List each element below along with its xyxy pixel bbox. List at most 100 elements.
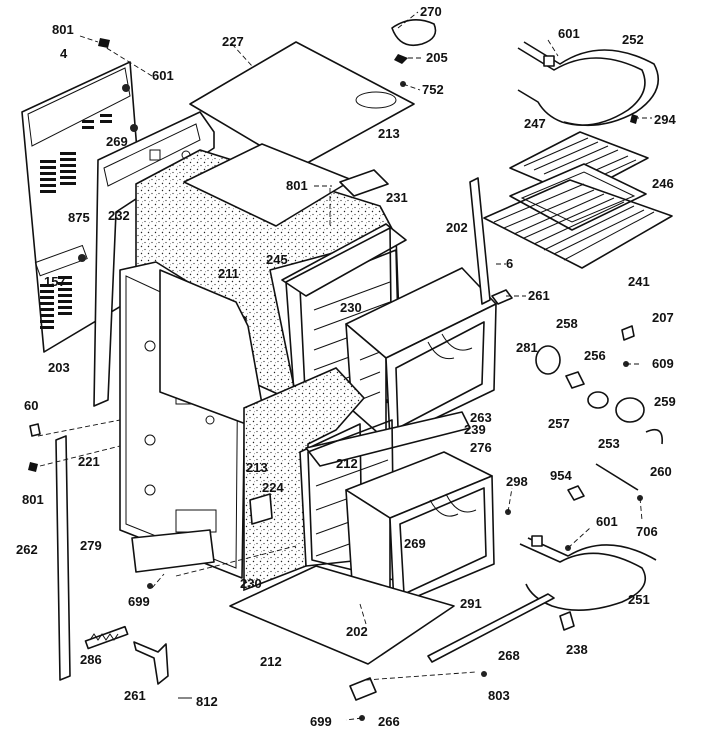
label-202b: 202	[346, 624, 368, 639]
label-230b: 230	[240, 576, 262, 591]
label-230: 230	[340, 300, 362, 315]
label-4: 4	[60, 46, 68, 61]
bracket-213	[339, 169, 389, 197]
screw-803	[481, 671, 487, 677]
label-601c: 601	[596, 514, 618, 529]
broil-element	[517, 41, 659, 127]
bottom-panel	[229, 565, 455, 665]
label-213: 213	[378, 126, 400, 141]
clip-205	[394, 54, 408, 64]
label-258: 258	[556, 316, 578, 331]
label-801: 801	[52, 22, 74, 37]
label-241: 241	[628, 274, 650, 289]
bracket-261-lower	[133, 641, 169, 685]
label-227: 227	[222, 34, 244, 49]
label-279: 279	[80, 538, 102, 553]
label-281: 281	[516, 340, 538, 355]
label-256: 256	[584, 348, 606, 363]
label-257: 257	[548, 416, 570, 431]
label-251: 251	[628, 592, 650, 607]
panel-279	[131, 529, 215, 573]
label-263: 263	[470, 410, 492, 425]
label-212: 212	[336, 456, 358, 471]
label-954: 954	[550, 468, 572, 483]
label-699: 699	[128, 594, 150, 609]
label-157: 157	[44, 274, 66, 289]
label-213b: 213	[246, 460, 268, 475]
label-875: 875	[68, 210, 90, 225]
top-panel	[189, 41, 415, 169]
socket-256	[565, 371, 585, 389]
label-269: 269	[106, 134, 128, 149]
label-699b: 699	[310, 714, 332, 729]
label-291: 291	[460, 596, 482, 611]
label-262: 262	[16, 542, 38, 557]
screw-699-left	[147, 583, 153, 589]
label-247: 247	[524, 116, 546, 131]
label-266: 266	[378, 714, 400, 729]
label-276: 276	[470, 440, 492, 455]
clip-954	[567, 485, 585, 501]
bracket-224	[249, 493, 273, 525]
label-268: 268	[498, 648, 520, 663]
label-238: 238	[566, 642, 588, 657]
label-260: 260	[650, 464, 672, 479]
part-261-upper	[491, 289, 513, 305]
label-261b: 261	[124, 688, 146, 703]
label-601b: 601	[558, 26, 580, 41]
label-261: 261	[528, 288, 550, 303]
bracket-266	[349, 677, 377, 701]
label-269b: 269	[404, 536, 426, 551]
vent-cap-270	[391, 19, 437, 47]
screw-294	[630, 114, 638, 124]
bracket-207	[621, 325, 635, 341]
oven-rack	[483, 179, 673, 269]
light-bulb-257	[587, 391, 609, 409]
label-801b: 801	[286, 178, 308, 193]
bracket-238	[559, 611, 575, 631]
label-246: 246	[652, 176, 674, 191]
label-212b: 212	[260, 654, 282, 669]
label-812: 812	[196, 694, 218, 709]
sensor-253	[595, 463, 639, 491]
part-labels: 801 4 601 269 227 270 205 752 601 252 29…	[16, 4, 676, 729]
label-231: 231	[386, 190, 408, 205]
clip-260	[645, 428, 663, 445]
back-panel	[21, 61, 149, 353]
label-224: 224	[262, 480, 284, 495]
vertical-trim-strip	[469, 177, 491, 305]
lower-oven-liner	[345, 451, 495, 607]
label-60: 60	[24, 398, 38, 413]
side-trim-262	[55, 435, 71, 681]
label-211: 211	[218, 266, 239, 281]
label-202: 202	[446, 220, 468, 235]
label-259: 259	[654, 394, 676, 409]
label-221: 221	[78, 454, 100, 469]
screw-269	[130, 124, 138, 132]
leader-lines	[37, 11, 652, 721]
label-245: 245	[266, 252, 288, 267]
screw-801-top	[98, 38, 110, 48]
screw-801-left	[28, 462, 38, 472]
label-706: 706	[636, 524, 658, 539]
label-232: 232	[108, 208, 130, 223]
igniter-286	[84, 625, 129, 650]
clip-60	[29, 423, 41, 437]
label-207: 207	[652, 310, 674, 325]
label-609: 609	[652, 356, 674, 371]
label-239: 239	[464, 422, 486, 437]
label-803: 803	[488, 688, 510, 703]
label-601: 601	[152, 68, 174, 83]
label-203: 203	[48, 360, 70, 375]
screw-601-top	[122, 84, 130, 92]
label-286: 286	[80, 652, 102, 667]
label-298: 298	[506, 474, 528, 489]
label-801c: 801	[22, 492, 44, 507]
label-294: 294	[654, 112, 676, 127]
knob-258	[535, 345, 561, 375]
label-270: 270	[420, 4, 442, 19]
label-752: 752	[422, 82, 444, 97]
trim-strip-268	[427, 593, 555, 663]
lower-oven-cavity	[243, 367, 366, 592]
